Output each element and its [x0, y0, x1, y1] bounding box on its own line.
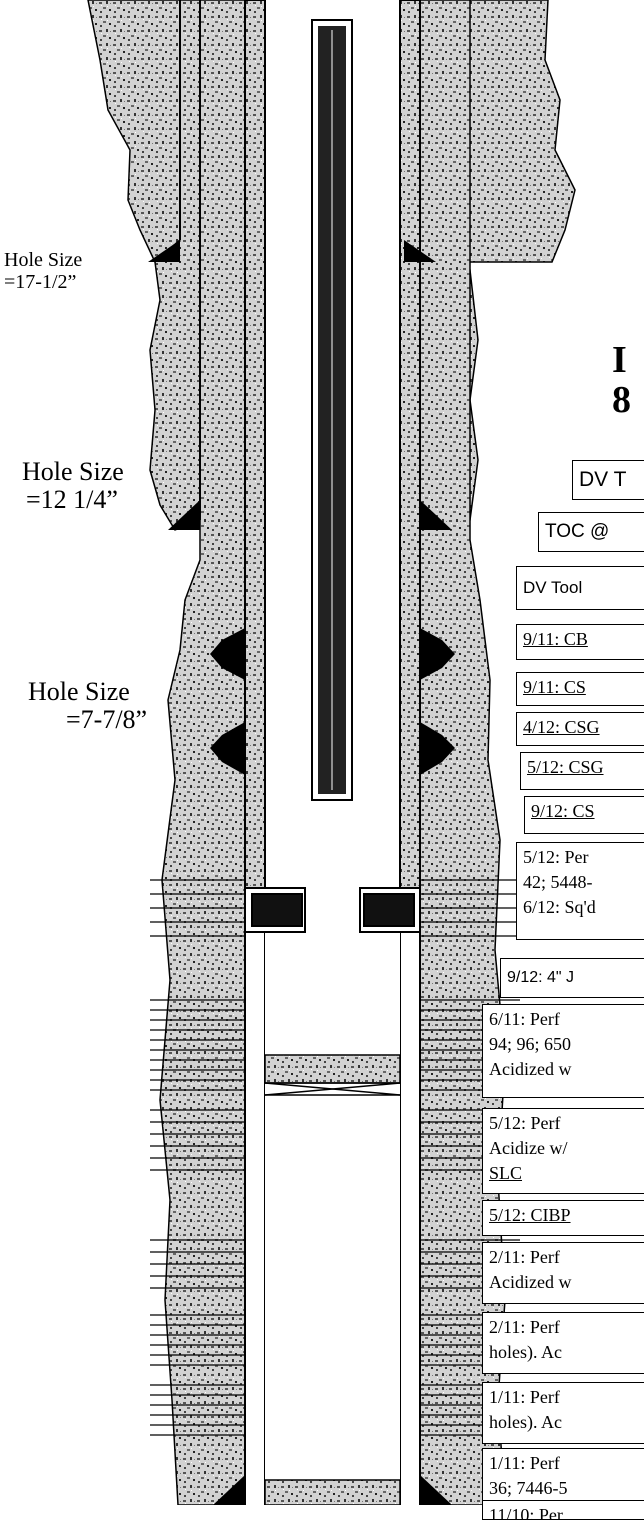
annotation-cibp: 5/12: CIBP [482, 1200, 644, 1236]
annotation-perf-5-12: 5/12: Perf Acidize w/ SLC [482, 1108, 644, 1194]
annotation-4in-liner: 9/12: 4" J [500, 958, 644, 998]
cement-cap [264, 1054, 401, 1084]
hole-size-label-3: Hole Size =7-7/8” [28, 677, 148, 735]
cibp [264, 1082, 401, 1096]
annotation-perf-2-11-b: 2/11: Perf holes). Ac [482, 1312, 644, 1374]
annotation-toc: TOC @ [538, 512, 644, 552]
annotation-csg-1: 9/11: CS [516, 672, 644, 706]
annotation-perf-squeeze: 5/12: Per 42; 5448- 6/12: Sq'd [516, 842, 644, 940]
annotation-cbl: 9/11: CB [516, 624, 644, 660]
annotation-csg-2: 4/12: CSG [516, 712, 644, 746]
diagram-title-fragment: I 8 [612, 339, 631, 421]
packer [244, 887, 421, 933]
annotation-dv-tool-top: DV T [572, 460, 644, 500]
cement-left-intermediate [149, 0, 201, 531]
annotation-perf-1-11-a: 1/11: Perf holes). Ac [482, 1382, 644, 1444]
annotation-dv-tool: DV Tool [516, 566, 644, 610]
annotation-perf-11-10: 11/10: Per [482, 1500, 644, 1520]
annotation-perf-6-11: 6/11: Perf 94; 96; 650 Acidized w [482, 1004, 644, 1098]
annotation-perf-2-11-a: 2/11: Perf Acidized w [482, 1242, 644, 1304]
annotation-perf-1-11-b: 1/11: Perf 36; 7446-5 [482, 1448, 644, 1510]
hole-size-label-2: Hole Size =12 1/4” [22, 457, 124, 515]
dv-tools [210, 628, 455, 775]
cement-left-surface [87, 0, 181, 264]
bottom-plug [264, 1479, 401, 1505]
hole-size-label-1: Hole Size =17-1/2” [4, 249, 83, 293]
annotation-csg-3: 5/12: CSG [520, 752, 644, 790]
casing-shoes [148, 240, 452, 1505]
inner-casing [244, 0, 421, 931]
annotation-csg-4: 9/12: CS [524, 796, 644, 834]
